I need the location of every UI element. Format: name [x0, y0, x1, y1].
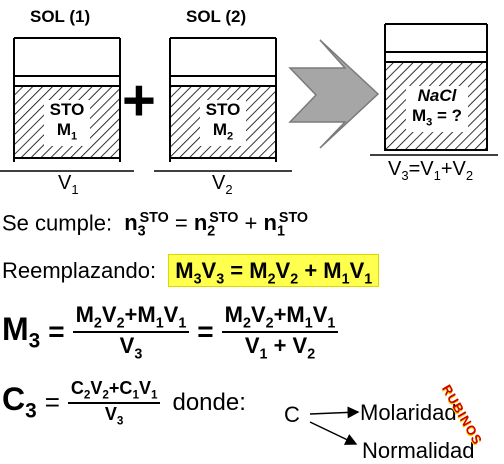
fraction-c3: C2V2+C1V1 V3	[67, 378, 161, 427]
beaker-1-title: SOL (1)	[30, 7, 91, 26]
beaker-2-title: SOL (2)	[186, 7, 247, 26]
equation-reemplazando: Reemplazando: M3V3 = M2V2 + M1V1	[2, 254, 380, 287]
beaker-1-volume: V1	[58, 172, 79, 197]
beaker-2-content: STO M2	[200, 100, 246, 147]
equation-m3: M3 = M2V2+M1V1 V3 = M2V2+M1V1 V1 + V2	[2, 302, 339, 363]
beaker-2-volume: V2	[212, 172, 233, 197]
equation-c3: C3 = C2V2+C1V1 V3 donde:	[2, 378, 246, 428]
branch-normalidad: Normalidad	[362, 438, 475, 463]
equation-se-cumple: Se cumple: n3STO = n2STO + n1STO	[2, 210, 309, 240]
branch-root: C	[284, 402, 300, 427]
beaker-1-content: STO M1	[44, 100, 90, 147]
branch-arrows	[309, 406, 360, 445]
highlighted-equation: M3V3 = M2V2 + M1V1	[168, 254, 380, 287]
fraction-2: M2V2+M1V1 V1 + V2	[221, 302, 339, 363]
arrow-shape	[288, 39, 380, 149]
beaker-3-volume: V3=V1+V2	[388, 158, 474, 183]
beaker-3-content: NaCl M3 = ?	[406, 86, 468, 133]
plus-symbol: +	[122, 68, 156, 133]
branch-molaridad: Molaridad	[360, 400, 457, 425]
fraction-1: M2V2+M1V1 V3	[72, 302, 190, 363]
beaker-3	[370, 23, 498, 156]
